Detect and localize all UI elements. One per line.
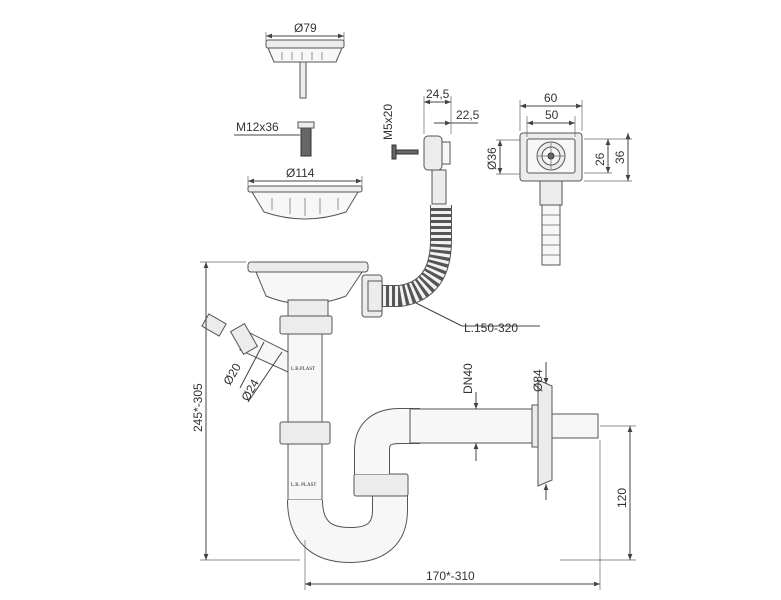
flange-diameter-dimension: Ø114 (247, 166, 363, 188)
hose-length-label: L.150-320 (464, 321, 518, 335)
sink-bowl-body (247, 261, 383, 318)
outlet-dn-dimension: DN40 (461, 363, 479, 461)
strainer-diameter-label: Ø79 (294, 21, 317, 35)
flange-diameter-label: Ø114 (286, 166, 315, 180)
overflow-screw: M5x20 (381, 104, 419, 160)
overflow-width-outer-label: 60 (544, 91, 558, 105)
overflow-depth-dimensions: 24,5 22,5 (423, 87, 480, 134)
overflow-head-side (423, 135, 451, 205)
bolt-thread-label: M12x36 (236, 120, 279, 134)
vertical-height-label: 245*-305 (191, 383, 205, 432)
overflow-depth-1-label: 24,5 (426, 87, 450, 101)
overflow-diameter-label: Ø36 (485, 147, 499, 170)
brand-mark-lower: L.B. PLAST (291, 483, 316, 488)
overflow-width-dimensions: 60 50 (519, 91, 583, 137)
vertical-tube: L.B.PLAST L.B. PLAST (279, 315, 333, 501)
connecting-bolt: M12x36 (234, 120, 315, 157)
overflow-screw-label: M5x20 (381, 104, 395, 140)
side-inlet (201, 313, 289, 373)
rosette-diameter-dimension: Ø84 (531, 362, 549, 500)
rosette-diameter-label: Ø84 (531, 369, 545, 392)
side-inlet-1-label: Ø20 (220, 361, 244, 388)
overflow-front-view (519, 132, 583, 266)
strainer-plug (265, 39, 345, 99)
vertical-height-dimension: 245*-305 (191, 261, 300, 561)
hose-length-dimension: L.150-320 (415, 302, 540, 335)
horizontal-reach-label: 170*-310 (426, 569, 475, 583)
outlet-dn-label: DN40 (461, 363, 475, 394)
horizontal-reach-dimension: 170*-310 (304, 440, 601, 590)
overflow-hose (380, 205, 452, 307)
overflow-depth-2-label: 22,5 (456, 108, 480, 122)
overflow-diameter-dimension: Ø36 (485, 139, 520, 175)
brand-mark-upper: L.B.PLAST (291, 367, 315, 372)
overflow-height-outer-label: 36 (613, 150, 627, 164)
drain-flange (247, 185, 363, 220)
outlet-height-label: 120 (615, 488, 629, 508)
overflow-width-inner-label: 50 (545, 108, 559, 122)
side-inlet-2-label: Ø24 (238, 377, 262, 404)
overflow-height-dimensions: 26 36 (584, 133, 632, 182)
outlet-height-dimension: 120 (560, 425, 636, 561)
horizontal-outlet (409, 379, 599, 487)
strainer-diameter-dimension: Ø79 (265, 21, 345, 42)
trap-bend (287, 408, 420, 564)
overflow-height-inner-label: 26 (593, 152, 607, 166)
